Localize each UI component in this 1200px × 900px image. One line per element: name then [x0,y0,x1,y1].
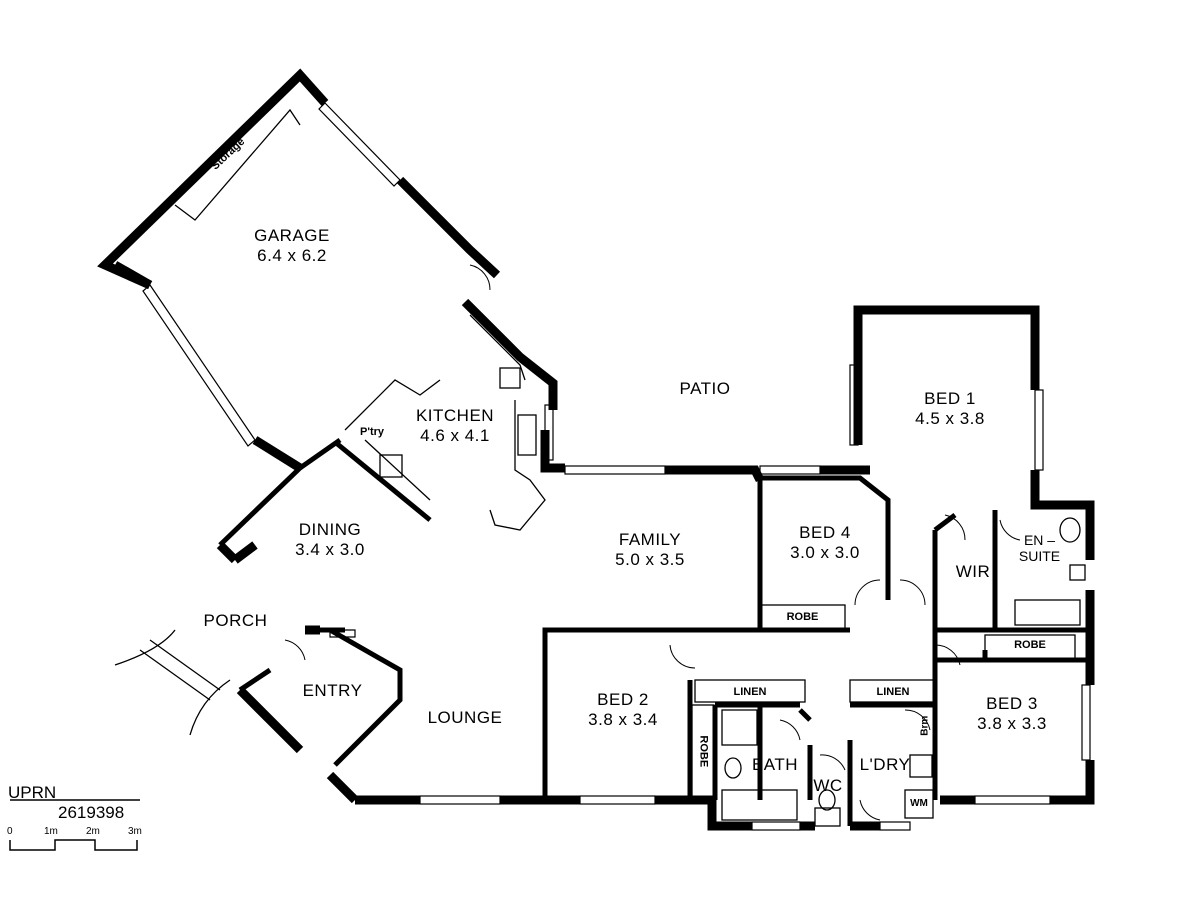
uprn-value: 2619398 [58,803,125,822]
scale-bar [9,799,140,851]
entry-label: ENTRY [302,681,363,700]
garage-name: GARAGE [254,226,330,245]
wir-label: WIR [955,562,991,581]
uprn-label: UPRN [8,783,57,802]
family-name: FAMILY [618,530,682,549]
lounge-label: LOUNGE [427,708,503,727]
kitchen-label: KITCHEN 4.6 x 4.1 [395,406,515,445]
scale-tick-2: 2m [86,826,100,837]
bed4-size: 3.0 x 3.0 [790,542,860,562]
pantry-label: P'try [360,426,385,438]
washing-machine-label: WM [910,798,928,809]
bed1-size: 4.5 x 3.8 [915,408,985,428]
family-label: FAMILY 5.0 x 3.5 [590,530,710,569]
linen-left-label: LINEN [733,686,767,698]
interior-walls [218,437,1090,826]
family-size: 5.0 x 3.5 [615,549,685,569]
windows [142,102,1091,831]
scale-tick-0: 0 [7,826,13,837]
bed2-label: BED 2 3.8 x 3.4 [563,690,683,729]
garage-size: 6.4 x 6.2 [257,245,327,265]
dining-size: 3.4 x 3.0 [295,539,365,559]
linen-right-label: LINEN [876,686,910,698]
kitchen-name: KITCHEN [415,406,495,425]
robe-bed4-label: ROBE [786,611,819,623]
patio-label: PATIO [679,379,731,398]
bed4-name: BED 4 [799,523,851,542]
kitchen-size: 4.6 x 4.1 [420,425,490,445]
robe-bed3-label: ROBE [1014,639,1046,651]
counters-fixtures [114,108,1086,827]
bed4-label: BED 4 3.0 x 3.0 [765,523,885,562]
bed2-name: BED 2 [597,690,649,709]
wc-label: WC [813,776,843,795]
scale-tick-1: 1m [44,826,58,837]
bed1-label: BED 1 4.5 x 3.8 [890,389,1010,428]
dining-label: DINING 3.4 x 3.0 [270,520,390,559]
door-swings [284,264,1021,821]
porch-label: PORCH [203,611,268,630]
dining-name: DINING [298,520,362,539]
laundry-label: L'DRY [859,755,911,774]
bed1-name: BED 1 [924,389,976,408]
bed2-size: 3.8 x 3.4 [588,709,658,729]
robe-bed2-label: ROBE [697,735,710,768]
bed3-size: 3.8 x 3.3 [977,713,1047,733]
bed3-name: BED 3 [986,694,1038,713]
broom-label: Brm [919,715,931,736]
scale-tick-3: 3m [128,826,142,837]
ensuite-label: EN – SUITE [1018,532,1061,565]
bed3-label: BED 3 3.8 x 3.3 [952,694,1072,733]
bath-label: BATH [751,755,799,774]
garage-label: GARAGE 6.4 x 6.2 [232,226,352,265]
